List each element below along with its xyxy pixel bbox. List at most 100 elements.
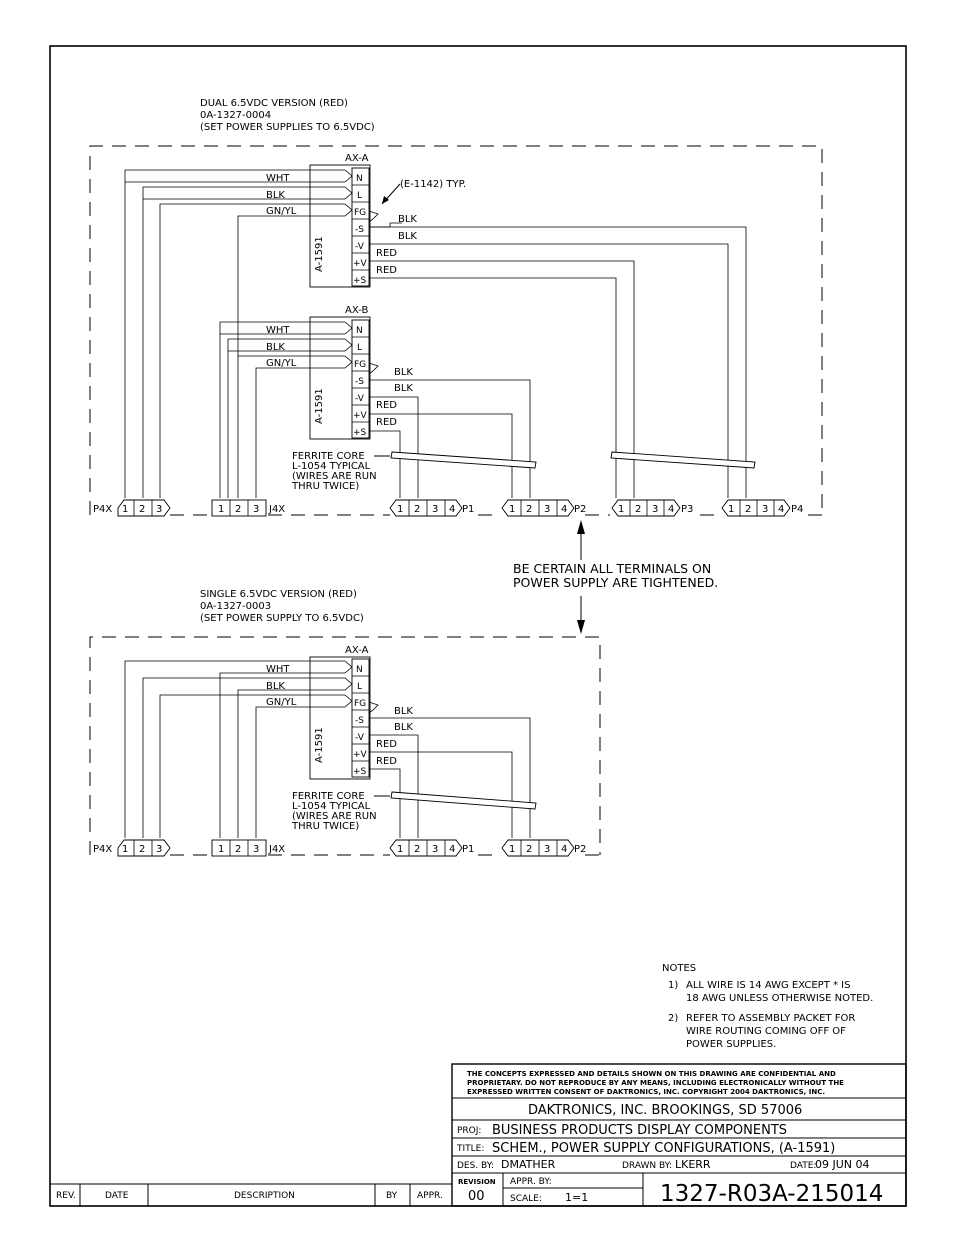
- dual-setting-note: (SET POWER SUPPLIES TO 6.5VDC): [200, 122, 375, 133]
- svg-text:-S: -S: [355, 377, 364, 387]
- svg-text:1: 1: [218, 844, 224, 855]
- svg-text:+S: +S: [353, 276, 367, 286]
- wire-label-blk-a2: BLK: [398, 231, 417, 242]
- single-ps-label: AX-A: [345, 645, 369, 656]
- single-enclosure: [89, 636, 601, 855]
- note-2-line-1: REFER TO ASSEMBLY PACKET FOR: [686, 1013, 855, 1024]
- svg-text:1: 1: [509, 844, 515, 855]
- warning-note: BE CERTAIN ALL TERMINALS ON POWER SUPPLY…: [513, 520, 718, 634]
- svg-text:2: 2: [526, 844, 532, 855]
- svg-text:3: 3: [156, 504, 162, 515]
- wire-label-blk-a1: BLK: [398, 214, 417, 225]
- ps-a-part: A-1591: [314, 236, 325, 272]
- svg-text:DRAWN BY:: DRAWN BY:: [622, 1161, 672, 1171]
- wire-label-gnyl-a: GN/YL: [266, 206, 297, 217]
- single-ps-terminals: N L FG -S -V +V +S: [351, 658, 370, 778]
- svg-text:P2: P2: [574, 504, 586, 515]
- svg-text:2: 2: [526, 504, 532, 515]
- svg-text:2: 2: [235, 844, 241, 855]
- warning-line-2: POWER SUPPLY ARE TIGHTENED.: [513, 575, 718, 590]
- svg-text:DES. BY:: DES. BY:: [457, 1161, 494, 1171]
- notes-heading: NOTES: [662, 963, 696, 974]
- single-ps-part: A-1591: [314, 727, 325, 763]
- svg-text:1: 1: [122, 504, 128, 515]
- wire-label-blk-a: BLK: [266, 190, 285, 201]
- dual-enclosure: [89, 145, 823, 515]
- wire-label-wht-b: WHT: [266, 325, 290, 336]
- svg-text:+V: +V: [353, 411, 368, 421]
- svg-text:1: 1: [122, 844, 128, 855]
- svg-text:FG: FG: [354, 360, 366, 370]
- svg-text:THRU TWICE): THRU TWICE): [291, 821, 359, 832]
- note-1-line-2: 18 AWG UNLESS OTHERWISE NOTED.: [686, 993, 873, 1004]
- wire-label-gnyl-b: GN/YL: [266, 358, 297, 369]
- svg-text:APPR. BY:: APPR. BY:: [510, 1177, 552, 1187]
- ps-b-label: AX-B: [345, 305, 368, 316]
- dual-title: DUAL 6.5VDC VERSION (RED): [200, 98, 348, 109]
- svg-text:+S: +S: [353, 767, 367, 777]
- svg-text:P1: P1: [462, 844, 474, 855]
- drawing-date: 09 JUN 04: [815, 1158, 870, 1171]
- svg-text:1: 1: [509, 504, 515, 515]
- ferrite-core-2: [610, 451, 756, 469]
- wire-label-red-b2: RED: [376, 417, 397, 428]
- svg-text:PROJ:: PROJ:: [457, 1126, 481, 1136]
- svg-text:-V: -V: [355, 242, 365, 252]
- designer: DMATHER: [501, 1158, 556, 1171]
- svg-text:BY: BY: [386, 1191, 398, 1201]
- company-name: DAKTRONICS, INC. BROOKINGS, SD 57006: [528, 1103, 802, 1118]
- warning-line-1: BE CERTAIN ALL TERMINALS ON: [513, 561, 711, 576]
- svg-text:J4X: J4X: [268, 504, 285, 515]
- svg-text:2: 2: [235, 504, 241, 515]
- svg-text:PROPRIETARY. DO NOT REPRODUCE: PROPRIETARY. DO NOT REPRODUCE BY ANY MEA…: [467, 1079, 844, 1087]
- svg-text:4: 4: [778, 504, 784, 515]
- wire-label-red-a1: RED: [376, 248, 397, 259]
- svg-text:2: 2: [635, 504, 641, 515]
- svg-text:4: 4: [561, 504, 567, 515]
- single-wire-blk: BLK: [266, 681, 285, 692]
- svg-text:2: 2: [414, 844, 420, 855]
- svg-text:DESCRIPTION: DESCRIPTION: [234, 1191, 295, 1201]
- ps-a-terminals: N L FG -S -V +V +S: [351, 167, 370, 287]
- single-wire-blk-2: BLK: [394, 722, 413, 733]
- svg-text:DATE: DATE: [105, 1191, 129, 1201]
- svg-text:2: 2: [139, 844, 145, 855]
- wire-label-red-a2: RED: [376, 265, 397, 276]
- svg-text:N: N: [356, 174, 363, 184]
- svg-text:-V: -V: [355, 733, 365, 743]
- svg-text:3: 3: [253, 504, 259, 515]
- revision-block: REV. DATE DESCRIPTION BY APPR.: [49, 1183, 453, 1207]
- svg-text:2: 2: [139, 504, 145, 515]
- revision-number: 00: [468, 1189, 485, 1204]
- drawing-number: 1327-R03A-215014: [660, 1181, 883, 1207]
- svg-text:P3: P3: [681, 504, 693, 515]
- wire-label-wht-a: WHT: [266, 173, 290, 184]
- dual-version-section: DUAL 6.5VDC VERSION (RED) 0A-1327-0004 (…: [89, 98, 823, 517]
- project-name: BUSINESS PRODUCTS DISPLAY COMPONENTS: [492, 1123, 787, 1138]
- note-2-line-2: WIRE ROUTING COMING OFF OF: [686, 1026, 846, 1037]
- svg-text:1: 1: [618, 504, 624, 515]
- single-wire-red-1: RED: [376, 739, 397, 750]
- svg-text:N: N: [356, 326, 363, 336]
- svg-text:J4X: J4X: [268, 844, 285, 855]
- svg-text:3: 3: [652, 504, 658, 515]
- svg-text:N: N: [356, 665, 363, 675]
- note-2-line-3: POWER SUPPLIES.: [686, 1039, 776, 1050]
- wire-label-blk-b2: BLK: [394, 383, 413, 394]
- single-wire-red-2: RED: [376, 756, 397, 767]
- svg-text:FG: FG: [354, 208, 366, 218]
- svg-text:+V: +V: [353, 259, 368, 269]
- single-ferrite-core: [390, 791, 537, 810]
- svg-text:1: 1: [397, 844, 403, 855]
- drawing-title: SCHEM., POWER SUPPLY CONFIGURATIONS, (A-…: [492, 1141, 835, 1156]
- svg-text:3: 3: [432, 844, 438, 855]
- single-setting-note: (SET POWER SUPPLY TO 6.5VDC): [200, 613, 364, 624]
- single-part-number: 0A-1327-0003: [200, 601, 271, 612]
- scale-value: 1=1: [565, 1191, 588, 1204]
- svg-text:3: 3: [544, 504, 550, 515]
